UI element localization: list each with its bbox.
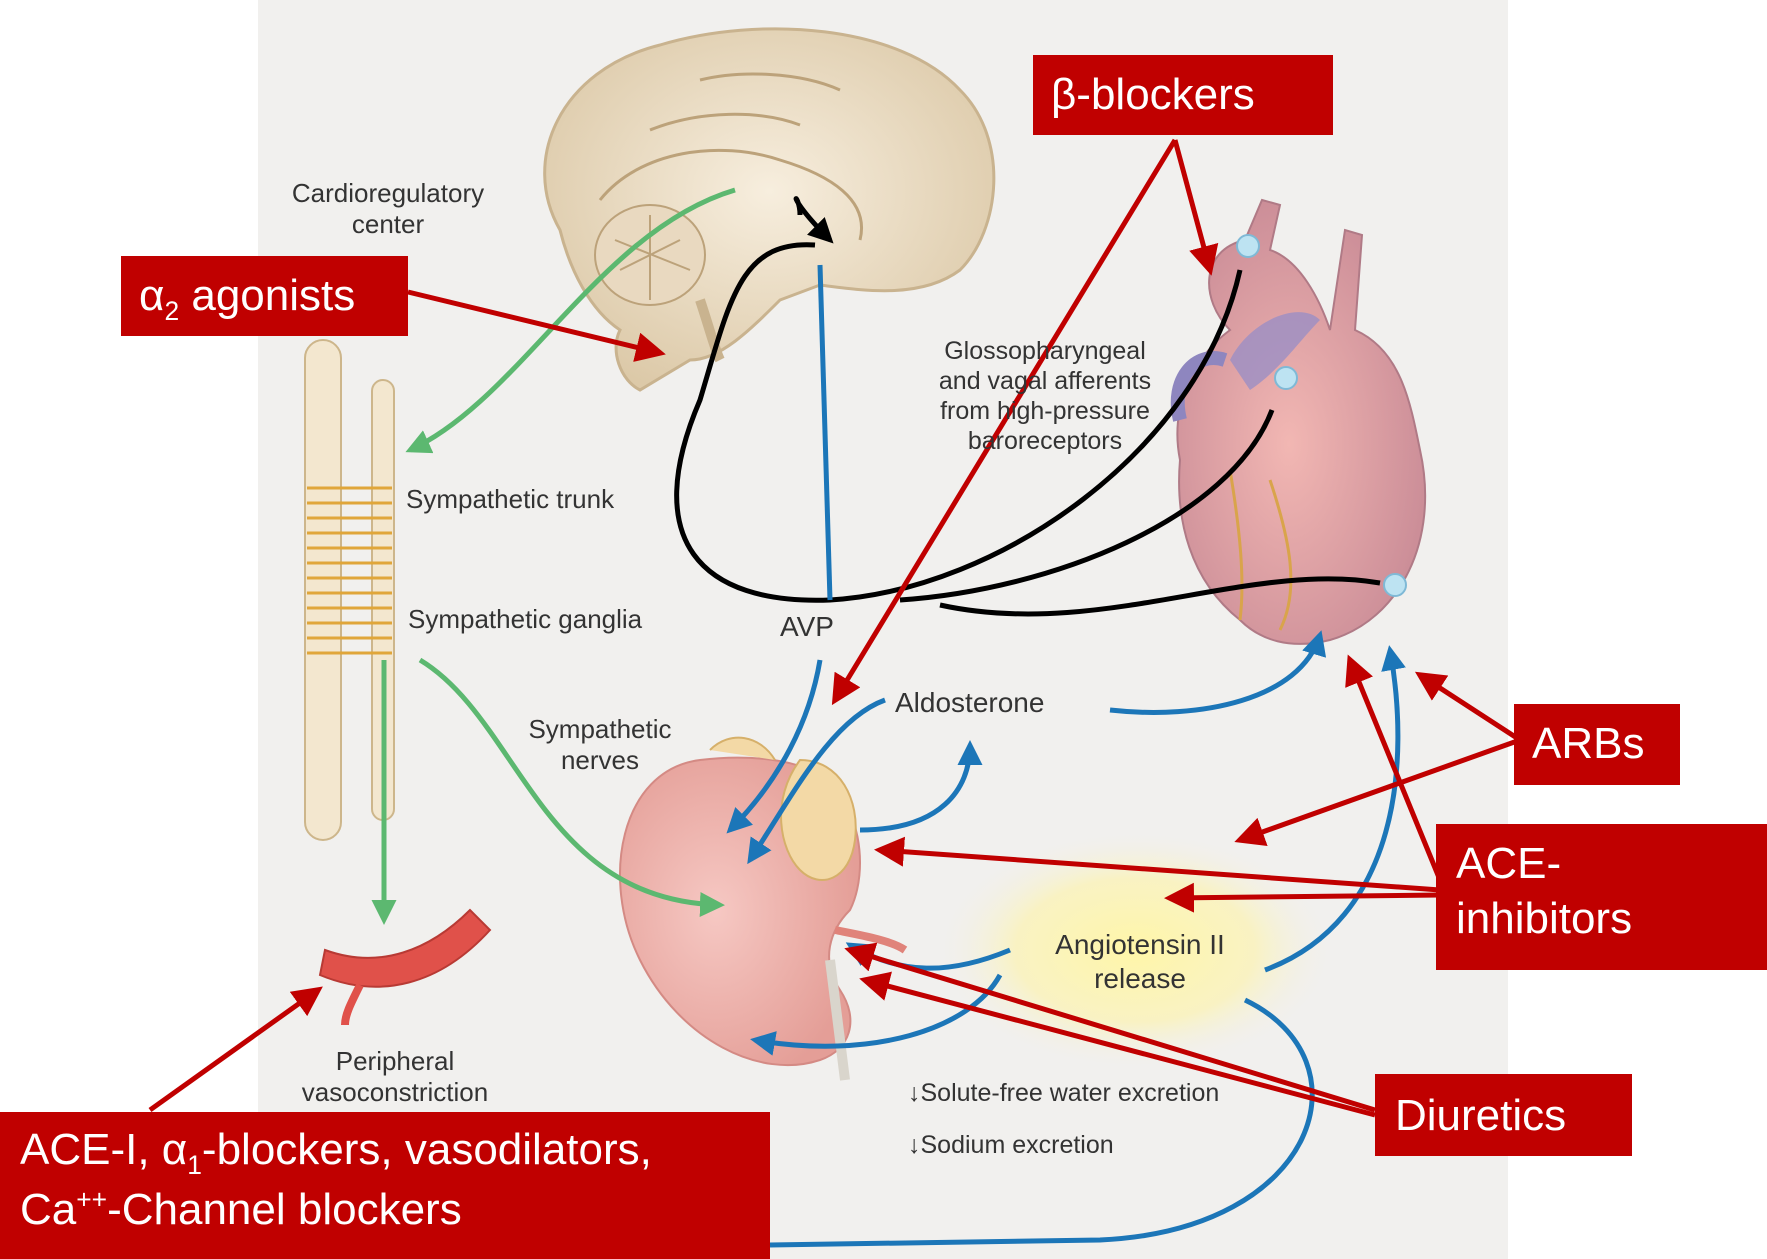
bottom-line2-suffix: -Channel blockers (107, 1185, 462, 1234)
label-solute-free-water: ↓Solute-free water excretion (908, 1078, 1219, 1108)
label-glosso-line3: from high-pressure (895, 396, 1195, 426)
label-peripheral-line2: vasoconstriction (285, 1077, 505, 1108)
drug-box-ace-i-alpha1-vasodilators: ACE-I, α1-blockers, vasodilators, Ca++-C… (0, 1112, 770, 1259)
label-peripheral-vasoconstriction: Peripheral vasoconstriction (285, 1046, 505, 1108)
alpha2-subscript: 2 (164, 296, 179, 326)
label-sodium-excretion: ↓Sodium excretion (908, 1130, 1114, 1160)
bottom-line1-prefix: ACE-I, α (20, 1125, 187, 1174)
label-sodium-text: Sodium excretion (921, 1131, 1114, 1159)
label-glosso-line4: baroreceptors (895, 426, 1195, 456)
label-glossopharyngeal-afferents: Glossopharyngeal and vagal afferents fro… (895, 336, 1195, 456)
label-cardioregulatory-line2: center (258, 209, 518, 240)
label-sympathetic-nerves-line2: nerves (520, 745, 680, 776)
label-angiotensin-line2: release (1020, 962, 1260, 996)
label-cardioregulatory-line1: Cardioregulatory (258, 178, 518, 209)
label-angiotensin-line1: Angiotensin II (1020, 928, 1260, 962)
label-sympathetic-nerves: Sympathetic nerves (520, 714, 680, 776)
alpha1-subscript: 1 (187, 1150, 202, 1180)
label-glosso-line2: and vagal afferents (895, 366, 1195, 396)
label-sympathetic-ganglia: Sympathetic ganglia (408, 604, 642, 635)
drug-box-ace-inhibitors: ACE- inhibitors (1436, 824, 1767, 970)
bottom-box-line1: ACE-I, α1-blockers, vasodilators, (20, 1122, 770, 1182)
bottom-line2-prefix: Ca (20, 1185, 76, 1234)
bottom-line1-suffix: -blockers, vasodilators, (202, 1125, 652, 1174)
label-avp: AVP (780, 610, 834, 644)
bottom-box-line2: Ca++-Channel blockers (20, 1182, 770, 1237)
alpha2-symbol: α (139, 271, 164, 320)
down-arrow-icon: ↓ (908, 1079, 921, 1107)
drug-box-arbs: ARBs (1514, 704, 1680, 785)
label-sympathetic-trunk: Sympathetic trunk (406, 484, 614, 515)
down-arrow-icon: ↓ (908, 1131, 921, 1159)
label-aldosterone: Aldosterone (895, 686, 1044, 720)
label-peripheral-line1: Peripheral (285, 1046, 505, 1077)
drug-box-diuretics: Diuretics (1375, 1074, 1632, 1156)
label-glosso-line1: Glossopharyngeal (895, 336, 1195, 366)
label-solute-free-text: Solute-free water excretion (921, 1079, 1220, 1107)
drug-box-alpha2-agonists: α2 agonists (121, 256, 408, 336)
red-arrow-ace-to-angiotensin (1170, 895, 1440, 898)
ace-inhibitors-line2: inhibitors (1456, 891, 1767, 946)
alpha2-text: agonists (179, 271, 355, 320)
label-sympathetic-nerves-line1: Sympathetic (520, 714, 680, 745)
label-angiotensin-release: Angiotensin II release (1020, 928, 1260, 995)
ace-inhibitors-line1: ACE- (1456, 836, 1767, 891)
drug-box-beta-blockers: β-blockers (1033, 55, 1333, 135)
label-cardioregulatory-center: Cardioregulatory center (258, 178, 518, 240)
calcium-superscript: ++ (76, 1184, 107, 1214)
